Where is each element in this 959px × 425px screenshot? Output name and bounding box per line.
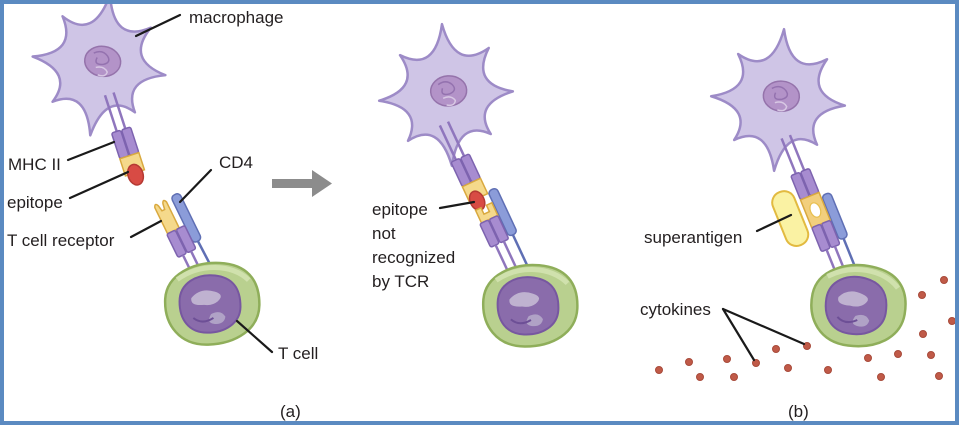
leader-macrophage	[134, 13, 182, 38]
superantigen-molecule	[771, 190, 810, 247]
leader-epitope-mid	[438, 200, 476, 210]
t-cell-mid	[481, 262, 581, 349]
mhc-stalk	[446, 121, 467, 159]
cytokine-dot	[784, 364, 792, 372]
macrophage-cell-a	[21, 4, 177, 146]
cd4-molecule-b	[821, 192, 848, 240]
macrophage-cell-b	[705, 23, 852, 177]
macrophage-cell-mid	[372, 18, 519, 172]
mhc2-epitope-complex-a	[103, 92, 146, 186]
tcr-fork	[154, 199, 181, 235]
cytokine-dot	[730, 373, 738, 381]
cytokine-dot	[752, 359, 760, 367]
label-macrophage: macrophage	[189, 8, 284, 27]
leader-epitope	[68, 170, 130, 200]
mhc-stalk	[788, 134, 807, 173]
cytokine-dot	[723, 355, 731, 363]
cd4-molecule-mid	[488, 187, 517, 237]
cytokine-dot	[685, 358, 693, 366]
t-cell-b	[809, 263, 907, 349]
leader-lines	[66, 13, 806, 362]
tcr-molecule	[166, 229, 187, 258]
mhc-stalk	[780, 137, 798, 177]
right-arrow-icon	[272, 170, 332, 197]
label-tcr: T cell receptor	[7, 231, 115, 250]
leader-superantigen	[755, 213, 793, 233]
mhc-stalk	[103, 94, 119, 134]
cytokine-dot	[655, 366, 663, 374]
cytokine-dot	[927, 351, 935, 359]
leader-mhc2	[66, 140, 116, 162]
cytokine-dot	[877, 373, 885, 381]
leader-tcell	[235, 319, 274, 354]
caption-panel-a: (a)	[280, 402, 301, 421]
t-cell-a	[161, 258, 263, 348]
leader-cytokines-1	[721, 307, 756, 362]
cytokine-dot	[894, 350, 902, 358]
leader-tcr	[129, 219, 163, 239]
cytokine-dot	[940, 276, 948, 284]
epitope-molecule-a	[126, 163, 145, 186]
cytokine-dot	[696, 373, 704, 381]
mhc-stalk	[112, 92, 128, 131]
caption-panel-b: (b)	[788, 402, 809, 421]
cytokine-dot	[935, 372, 943, 380]
cytokine-dots	[655, 276, 955, 381]
label-cd4: CD4	[219, 153, 254, 172]
cytokine-dot	[919, 330, 927, 338]
label-tcell: T cell	[278, 344, 319, 363]
tcr-molecule	[489, 215, 509, 244]
cytokine-dot	[772, 345, 780, 353]
cytokine-dot	[948, 317, 955, 325]
mhc2-tcr-complex-mid	[438, 121, 531, 288]
leader-cd4	[178, 168, 213, 204]
label-epitope-not-recognized: epitope not recognized by TCR	[372, 200, 456, 291]
label-superantigen: superantigen	[644, 228, 743, 247]
cytokine-dot	[803, 342, 811, 350]
cytokine-dot	[864, 354, 872, 362]
label-cytokines: cytokines	[640, 300, 711, 319]
label-epitope: epitope	[7, 193, 63, 212]
cd4-molecule-a	[171, 193, 202, 243]
leader-cytokines-2	[721, 307, 806, 346]
cytokine-dot	[824, 366, 832, 374]
label-mhc2: MHC II	[8, 155, 61, 174]
mhc-stalk	[438, 124, 458, 163]
cytokine-dot	[918, 291, 926, 299]
superantigen-hole	[809, 202, 822, 218]
